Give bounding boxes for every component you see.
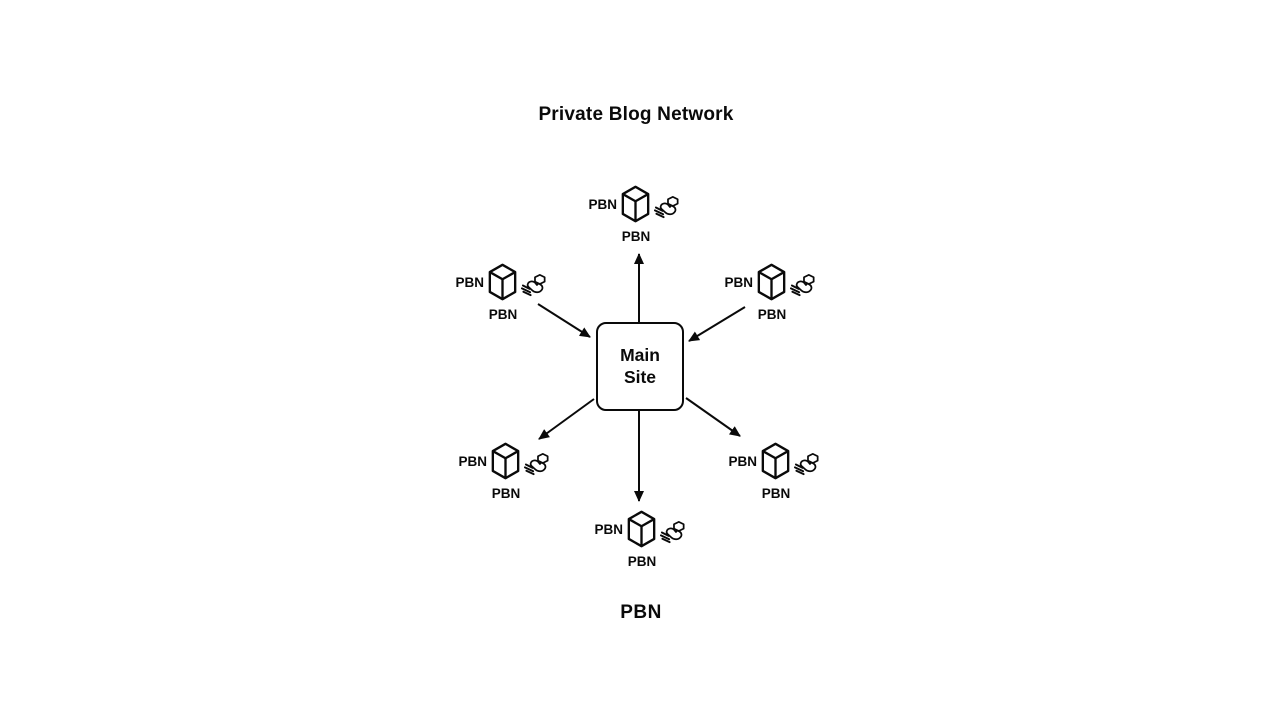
pbn-node-top: PBN PBN <box>587 185 682 244</box>
pbn-node-bottom: PBN PBN <box>593 510 688 569</box>
package-icon <box>760 442 791 480</box>
hand-offer-icon <box>659 519 688 545</box>
package-icon <box>487 263 518 301</box>
package-icon <box>620 185 651 223</box>
main-site-label-line1: Main <box>620 345 660 366</box>
pbn-node-upper-left: PBN PBN <box>454 263 549 322</box>
pbn-side-label: PBN <box>458 453 487 469</box>
main-site-node: Main Site <box>596 322 684 411</box>
hand-offer-icon <box>523 451 552 477</box>
pbn-below-label: PBN <box>491 486 521 501</box>
hand-offer-icon <box>653 194 682 220</box>
main-site-label-line2: Site <box>623 366 657 387</box>
hand-offer-icon <box>793 451 822 477</box>
hand-offer-icon <box>520 272 549 298</box>
pbn-node-lower-left: PBN PBN <box>457 442 552 501</box>
package-icon <box>626 510 657 548</box>
pbn-side-label: PBN <box>724 274 753 290</box>
pbn-below-label: PBN <box>488 307 518 322</box>
arrow-main-to-lower-left-pbn <box>538 398 595 440</box>
package-icon <box>490 442 521 480</box>
arrow-upper-right-pbn-to-main <box>688 306 746 342</box>
package-icon <box>756 263 787 301</box>
arrow-main-to-lower-right-pbn <box>685 397 741 437</box>
pbn-below-label: PBN <box>761 486 791 501</box>
footer-pbn-label: PBN <box>620 602 662 623</box>
pbn-side-label: PBN <box>455 274 484 290</box>
pbn-below-label: PBN <box>627 554 657 569</box>
arrow-upper-left-pbn-to-main <box>537 303 591 338</box>
pbn-below-label: PBN <box>757 307 787 322</box>
pbn-below-label: PBN <box>621 229 651 244</box>
hand-offer-icon <box>789 272 818 298</box>
pbn-side-label: PBN <box>728 453 757 469</box>
pbn-side-label: PBN <box>588 196 617 212</box>
pbn-side-label: PBN <box>594 521 623 537</box>
pbn-node-lower-right: PBN PBN <box>727 442 822 501</box>
diagram-title: Private Blog Network <box>538 104 734 125</box>
pbn-node-upper-right: PBN PBN <box>723 263 818 322</box>
